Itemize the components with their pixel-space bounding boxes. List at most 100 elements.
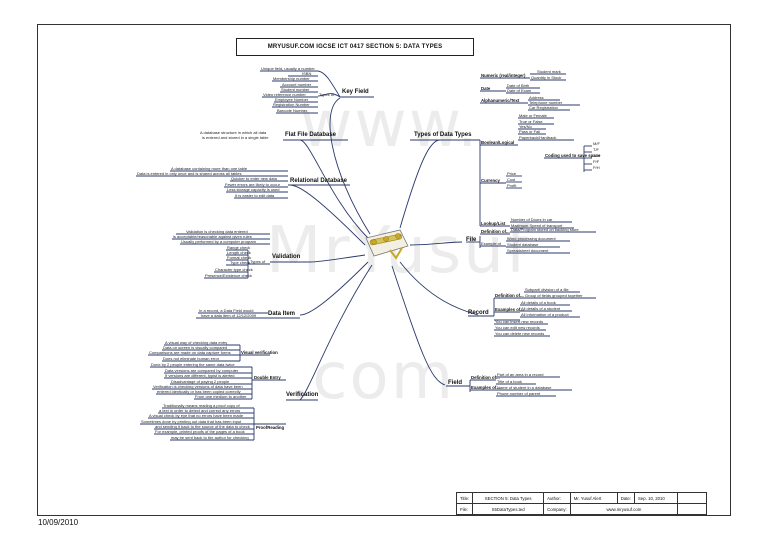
record-definition: Group of fields grouped together xyxy=(525,293,583,298)
branch-verification: Verification xyxy=(286,392,319,398)
lookup-item: Maximum Speed of transport xyxy=(511,223,563,228)
flat-file-desc: A database structure in which all data xyxy=(200,130,267,135)
visual-verification-item: A visual way of checking data entry xyxy=(165,340,228,345)
file-definition: Data/Program stored on backing store xyxy=(511,227,579,232)
file-value: S5DataTypes.ted xyxy=(472,503,545,515)
key-field-item: Student number xyxy=(281,87,310,92)
title-block-spare xyxy=(677,492,708,504)
date-item: Date of Exam xyxy=(507,88,532,93)
boolean-item: Yes/No xyxy=(519,124,532,129)
title-block-spare xyxy=(677,503,708,515)
currency-label: Currency xyxy=(481,178,500,183)
visual-verification-item: Does not eliminate human error xyxy=(163,356,220,361)
validation-desc: Usually performed by a computer program xyxy=(181,239,256,244)
validation-type: Presence/Existence check xyxy=(205,273,252,278)
record-example: All information of a product xyxy=(521,312,569,317)
double-entry-item: Data versions are compared by computer xyxy=(165,368,239,373)
boolean-item: Pass or Fail xyxy=(519,129,541,134)
coding-label: Coding used to save space xyxy=(545,153,601,158)
validation-type: Character type check xyxy=(215,267,253,272)
key-field-item: ISBN xyxy=(302,71,312,76)
lookup-label: Lookup/List xyxy=(481,221,506,226)
page-title: MRYUSUF.COM IGCSE ICT 0417 SECTION 5: DA… xyxy=(236,38,474,56)
proofreading-item: For example, printed proofs of the pages… xyxy=(155,429,245,434)
double-entry-item: Done by 2 people entering the same data … xyxy=(151,362,235,367)
validation-type: Range check xyxy=(227,245,251,250)
title-block-table: Title: SECTION 5: Data Types Author: Mr.… xyxy=(455,492,708,515)
double-entry-item: From one medium to another xyxy=(195,394,247,399)
date-label: Date: xyxy=(616,492,636,504)
company-value: www.mryusuf.com xyxy=(569,503,679,515)
proofreading-label: ProofReading xyxy=(256,425,285,430)
record-examples-label: Examples of... xyxy=(495,307,524,312)
proofreading-item: a text in order to detect and correct an… xyxy=(159,408,241,413)
key-field-item: Registration Number xyxy=(273,102,310,107)
branch-file: File xyxy=(466,237,477,243)
double-entry-item: Verification is checking versions of dat… xyxy=(153,384,243,389)
currency-item: Price xyxy=(507,171,517,176)
currency-item: Cost xyxy=(507,177,516,182)
footer-date: 10/09/2010 xyxy=(38,518,79,527)
diagram-sheet xyxy=(37,24,731,516)
boolean-item: True or False xyxy=(519,119,543,124)
proofreading-item: Traditionally means reading a proof copy… xyxy=(163,403,240,408)
field-example: Phone number of parent xyxy=(497,391,541,396)
branch-flat-file-database: Flat File Database xyxy=(285,132,337,138)
alphanumeric-item: Address xyxy=(529,95,544,100)
key-field-item: Employee Number xyxy=(275,97,309,102)
file-example-label: Example of xyxy=(481,241,502,246)
field-definition: Part of an area in a record xyxy=(497,372,544,377)
key-field-item: Account number xyxy=(282,82,312,87)
relational-item: Less storage capacity is used xyxy=(227,187,280,192)
record-definition: Subpart/ division of a file xyxy=(525,287,569,292)
validation-type: Length check xyxy=(227,250,251,255)
key-field-types-label: Types of... xyxy=(319,92,338,97)
alphanumeric-item: Car Registration xyxy=(529,105,558,110)
date-item: Date of Birth xyxy=(507,83,530,88)
record-example: All details of a student xyxy=(521,306,561,311)
file-label: File: xyxy=(455,503,474,515)
author-value: Mr. Yusuf Alert xyxy=(569,492,618,504)
field-examples-label: Examples of... xyxy=(471,385,500,390)
branch-key-field: Key Field xyxy=(342,89,369,95)
title-block-row: Title: SECTION 5: Data Types Author: Mr.… xyxy=(455,492,708,504)
record-definition-label: Definition of... xyxy=(495,293,524,298)
visual-verification-item: Comparisons are made on data capture for… xyxy=(149,350,231,355)
boolean-label: Boolean/Logical xyxy=(481,140,515,145)
data-item-desc: In a record, a Data Field would xyxy=(199,308,254,313)
validation-desc: is acceptable/reasonable against given r… xyxy=(173,234,252,239)
branch-types-of-data: Types of Data Types xyxy=(414,132,472,138)
double-entry-item: Disadvantage of paying 2 people xyxy=(171,379,230,384)
alphanumeric-label: Alphanumeric/Text xyxy=(481,98,520,103)
numeric-label: Numeric (real/integer) xyxy=(481,73,526,78)
coding-value: P/F xyxy=(593,159,600,164)
proofreading-item: A visual check by eye that no errors hav… xyxy=(149,413,244,418)
date-value: Sep. 10, 2010 xyxy=(634,492,679,504)
branch-field: Field xyxy=(448,380,463,386)
visual-verification-label: Visual verification xyxy=(241,350,278,355)
validation-desc: Validation is checking data entered xyxy=(186,229,248,234)
file-example: Student database xyxy=(507,242,539,247)
file-definition-label: Definition of... xyxy=(481,229,510,234)
title-block-row: File: S5DataTypes.ted Company: www.mryus… xyxy=(455,503,708,515)
relational-item: A database containing more than one tabl… xyxy=(171,166,248,171)
currency-item: Profit xyxy=(507,183,517,188)
company-label: Company: xyxy=(543,503,571,515)
key-field-item: Barcode Number xyxy=(277,108,308,113)
relational-item: Fewer errors are likely to occur xyxy=(225,182,280,187)
branch-data-item: Data Item xyxy=(268,311,296,317)
branch-relational-database: Relational Database xyxy=(290,178,348,184)
double-entry-item: entered identically or has been copied c… xyxy=(157,389,241,394)
key-field-item: Video reference number xyxy=(263,92,306,97)
boolean-item: Paperback/Hardback xyxy=(519,135,557,140)
record-item: You can delete new records xyxy=(495,331,545,336)
central-document-icon xyxy=(365,229,409,260)
data-item-desc: have a data item of 12/12/2009 xyxy=(201,313,257,318)
file-example: Word processing document xyxy=(507,236,556,241)
record-item: You can edit new records xyxy=(495,325,540,330)
coding-value: Y/N xyxy=(593,153,600,158)
relational-item: Data is entered in only once and is shar… xyxy=(137,171,242,176)
proofreading-item: and sending it back to the source of the… xyxy=(155,424,250,429)
numeric-item: Quantity in Stock xyxy=(531,75,562,80)
relational-item: It is easier to edit data xyxy=(235,193,275,198)
